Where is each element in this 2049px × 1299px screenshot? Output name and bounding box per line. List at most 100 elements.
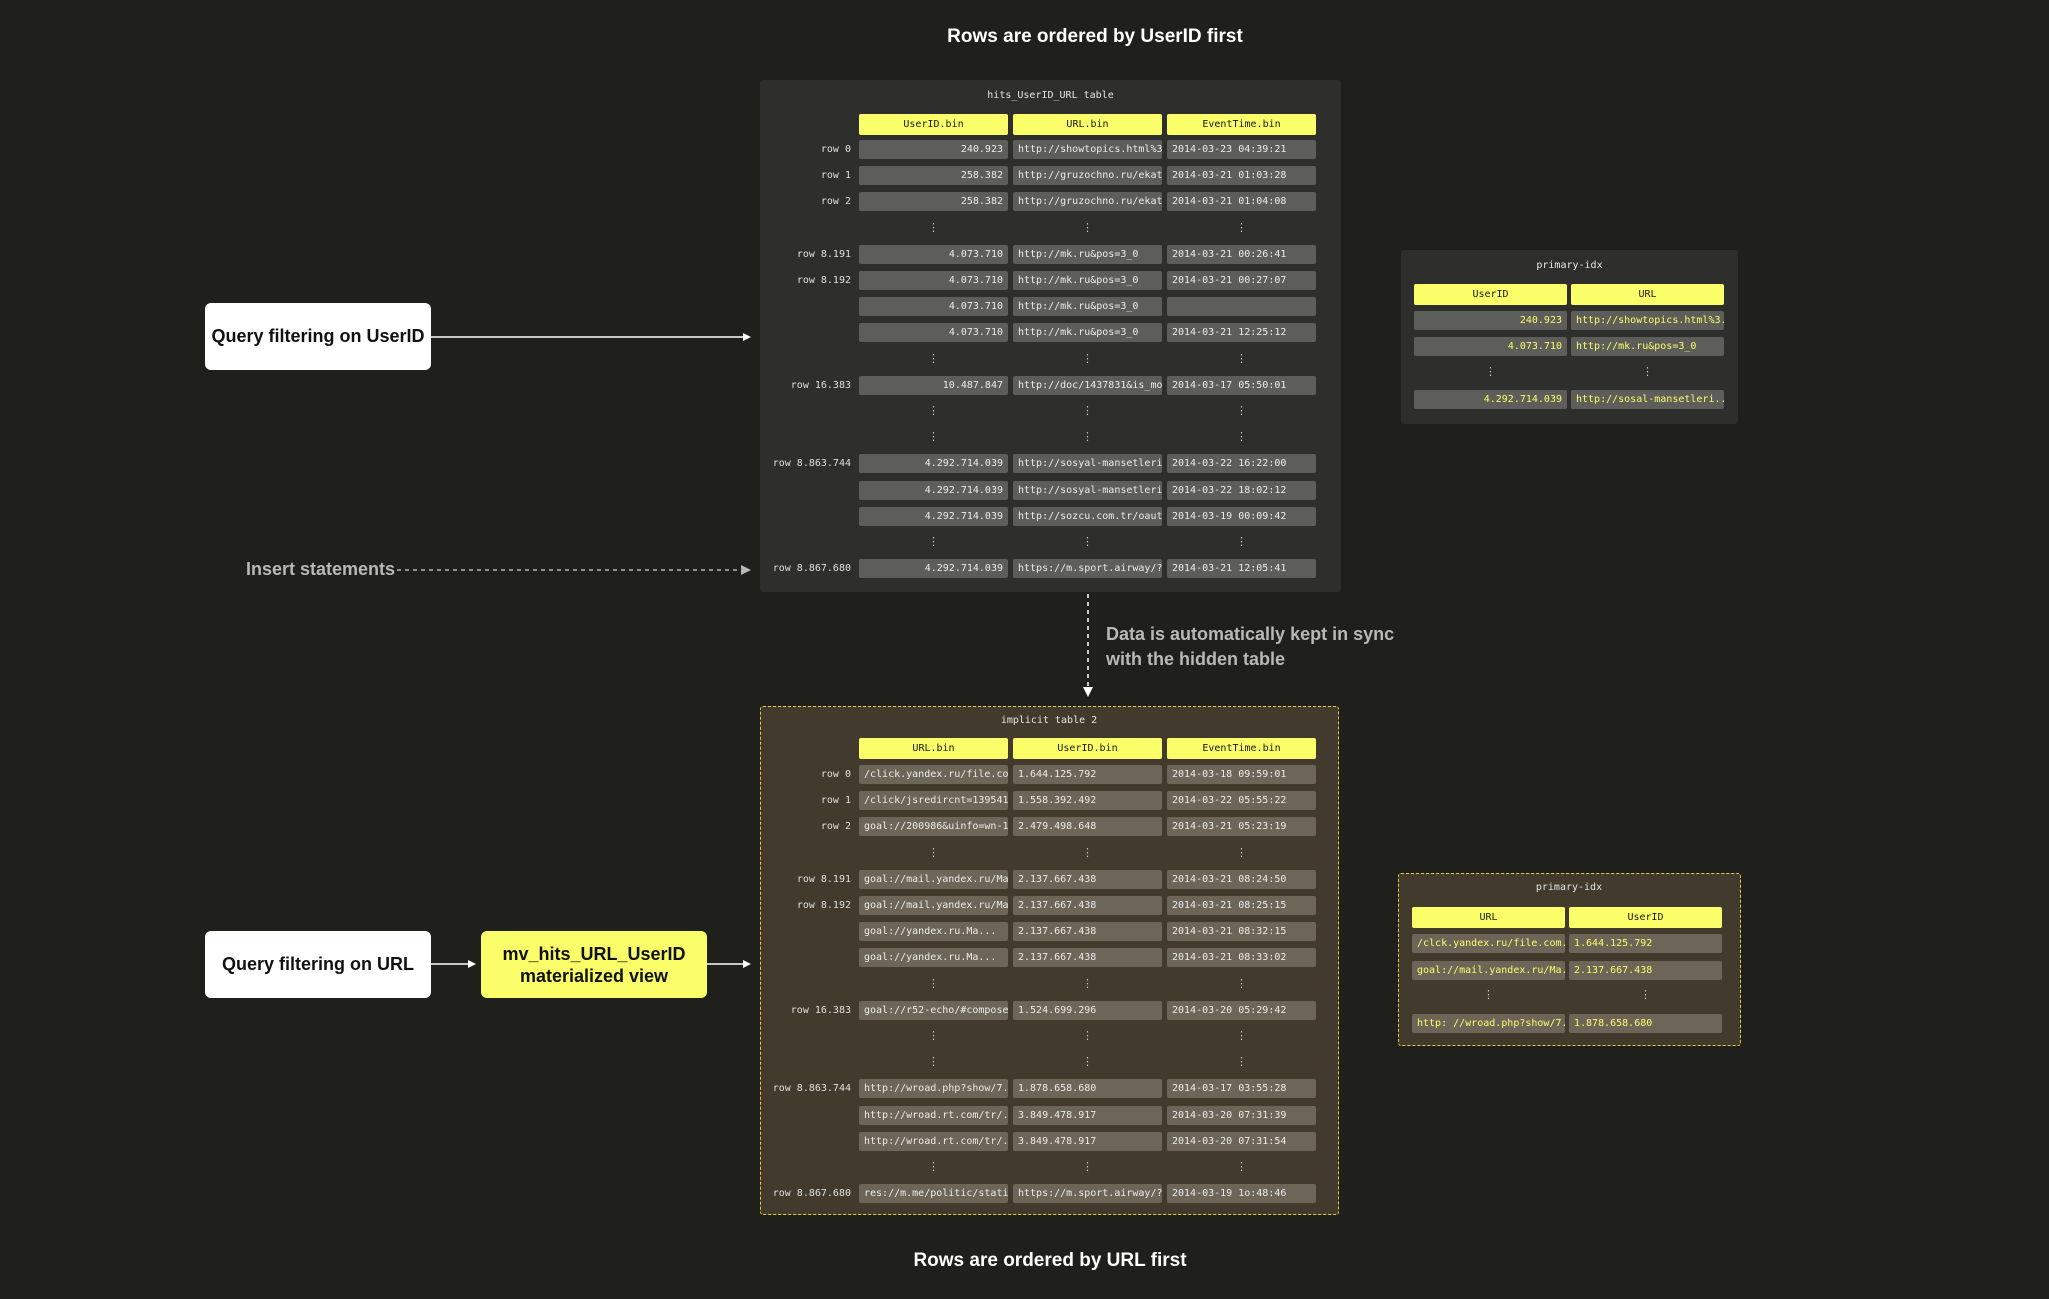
table-cell: 3.849.478.917 <box>1013 1105 1162 1125</box>
ellipsis-dots: ⋮ <box>928 536 939 548</box>
table-cell: 2014-03-21 05:23:19 <box>1167 817 1316 837</box>
table-title: hits_UserID_URL table <box>987 90 1114 101</box>
index-cell: 1.644.125.792 <box>1569 934 1722 953</box>
arrow-mv-to-table <box>707 960 751 968</box>
row-label: row 8.192 <box>796 275 851 286</box>
ellipsis-dots: ⋮ <box>1082 1161 1093 1173</box>
table-cell: 2014-03-21 12:05:41 <box>1167 559 1316 579</box>
row-label: row 16.383 <box>790 379 851 391</box>
row-label: row 8.191 <box>796 248 851 260</box>
arrow-query-url <box>431 960 476 968</box>
table-cell: 4.073.710 <box>859 323 1008 343</box>
table-cell: goal://mail.yandex.ru/Ma... <box>859 869 1008 889</box>
table-cell: 2014-03-17 05:50:01 <box>1167 375 1316 395</box>
table-cell: 2014-03-20 07:31:39 <box>1167 1105 1316 1125</box>
table-cell: http://mk.ru&pos=3_0 <box>1013 271 1162 290</box>
table-cell: 240.923 <box>859 140 1008 159</box>
table-cell: 2014-03-19 1o:48:46 <box>1167 1184 1316 1204</box>
index-cell: http://mk.ru&pos=3_0 <box>1571 337 1724 356</box>
table-cell: 2014-03-19 00:09:42 <box>1167 506 1316 526</box>
table-cell: 258.382 <box>859 192 1008 212</box>
ellipsis-dots: ⋮ <box>1082 1056 1093 1069</box>
index-cell: http: //wroad.php?show/7... <box>1412 1014 1565 1033</box>
query-userid-box: Query filtering on UserID <box>205 303 431 370</box>
row-label: row 2 <box>820 196 851 208</box>
table-cell: goal://200986&uinfo=wn-1... <box>859 817 1008 837</box>
table-cell: /click.yandex.ru/file.co ... <box>859 765 1008 784</box>
ellipsis-dots: ⋮ <box>1236 431 1247 444</box>
table-cell: 4.292.714.039 <box>859 559 1008 579</box>
arrow-insert <box>397 565 751 575</box>
row-label: row 8.863.744 <box>772 458 851 470</box>
column-header: URL.bin <box>859 738 1008 759</box>
table-cell: 2014-03-21 00:27:07 <box>1167 271 1316 290</box>
row-label: row 8.192 <box>796 900 851 911</box>
table-cell: 4.292.714.039 <box>859 454 1008 474</box>
sync-line-2: with the hidden table <box>1106 649 1285 669</box>
index-cell: 240.923 <box>1414 311 1567 330</box>
table-cell: 2014-03-17 03:55:28 <box>1167 1079 1316 1099</box>
ellipsis-dots: ⋮ <box>928 1056 939 1069</box>
ellipsis-dots: ⋮ <box>1082 352 1093 365</box>
column-header: UserID.bin <box>1013 738 1162 759</box>
index-cell: 4.073.710 <box>1414 337 1567 356</box>
row-label: row 8.867.680 <box>772 563 851 575</box>
table-cell: 2014-03-18 09:59:01 <box>1167 765 1316 784</box>
table-cell: http://mk.ru&pos=3_0 <box>1013 244 1162 264</box>
table-cell: http://wroad.php?show/7... <box>859 1079 1008 1099</box>
ellipsis-dots: ⋮ <box>1082 846 1093 859</box>
index-column-header: URL <box>1571 284 1724 305</box>
table-cell: 4.292.714.039 <box>859 480 1008 500</box>
table-cell: 2014-03-21 08:24:50 <box>1167 869 1316 889</box>
table-cell: 4.073.710 <box>859 244 1008 264</box>
ellipsis-dots: ⋮ <box>1640 989 1651 1001</box>
table-cell: 2014-03-21 08:25:15 <box>1167 896 1316 915</box>
ellipsis-dots: ⋮ <box>1082 431 1093 444</box>
ellipsis-dots: ⋮ <box>928 1030 939 1042</box>
ellipsis-dots: ⋮ <box>1236 977 1247 990</box>
index-title: primary-idx <box>1536 260 1603 271</box>
query-url-box: Query filtering on URL <box>205 931 431 998</box>
row-label: row 8.863.744 <box>772 1083 851 1095</box>
table-cell: 1.878.658.680 <box>1013 1079 1162 1099</box>
index-cell: 2.137.667.438 <box>1569 961 1722 980</box>
table-cell: 2014-03-22 16:22:00 <box>1167 454 1316 474</box>
index-cell: 1.878.658.680 <box>1569 1014 1722 1033</box>
row-label: row 8.867.680 <box>772 1188 851 1200</box>
ellipsis-dots: ⋮ <box>1642 366 1653 378</box>
index-title: primary-idx <box>1535 882 1603 893</box>
table-cell: 4.073.710 <box>859 271 1008 290</box>
table-cell: http://sozcu.com.tr/oaut <box>1013 506 1162 526</box>
table-cell: http://sosyal-mansetleri... <box>1013 480 1162 500</box>
ellipsis-dots: ⋮ <box>928 1161 939 1173</box>
table-cell: https://m.sport.airway/? <box>1013 559 1162 579</box>
materialized-view-box: mv_hits_URL_UserID materialized view <box>481 931 707 998</box>
table-cell: 2014-03-20 07:31:54 <box>1167 1131 1316 1151</box>
table-cell: goal://r52-echo/#compose... <box>859 1000 1008 1020</box>
arrow-query-userid <box>431 333 751 341</box>
bottom-heading: Rows are ordered by URL first <box>913 1250 1187 1271</box>
table-cell: 2014-03-21 08:32:15 <box>1167 922 1316 942</box>
table-cell: http://doc/1437831&is_mo... <box>1013 375 1162 395</box>
column-header: EventTime.bin <box>1167 114 1316 135</box>
sync-line-1: Data is automatically kept in sync <box>1106 624 1395 644</box>
index-cell: http://showtopics.html%3... <box>1571 311 1724 330</box>
table-cell: 2014-03-21 12:25:12 <box>1167 323 1316 343</box>
ellipsis-dots: ⋮ <box>1236 352 1247 365</box>
top-heading: Rows are ordered by UserID first <box>947 26 1243 47</box>
ellipsis-dots: ⋮ <box>1082 221 1093 234</box>
ellipsis-dots: ⋮ <box>1236 405 1247 417</box>
table-cell: https://m.sport.airway/? <box>1013 1184 1162 1204</box>
mv-name: mv_hits_URL_UserID <box>502 943 686 964</box>
ellipsis-dots: ⋮ <box>1236 1161 1247 1173</box>
row-label: row 2 <box>820 821 851 833</box>
index-cell: http://sosal-mansetleri... <box>1571 390 1724 409</box>
table-title: implicit table 2 <box>1000 715 1098 726</box>
table-cell: 2014-03-21 01:03:28 <box>1167 166 1316 186</box>
table-cell: 4.073.710 <box>859 297 1008 317</box>
table-cell: http://mk.ru&pos=3_0 <box>1013 297 1162 317</box>
ellipsis-dots: ⋮ <box>1082 405 1093 417</box>
